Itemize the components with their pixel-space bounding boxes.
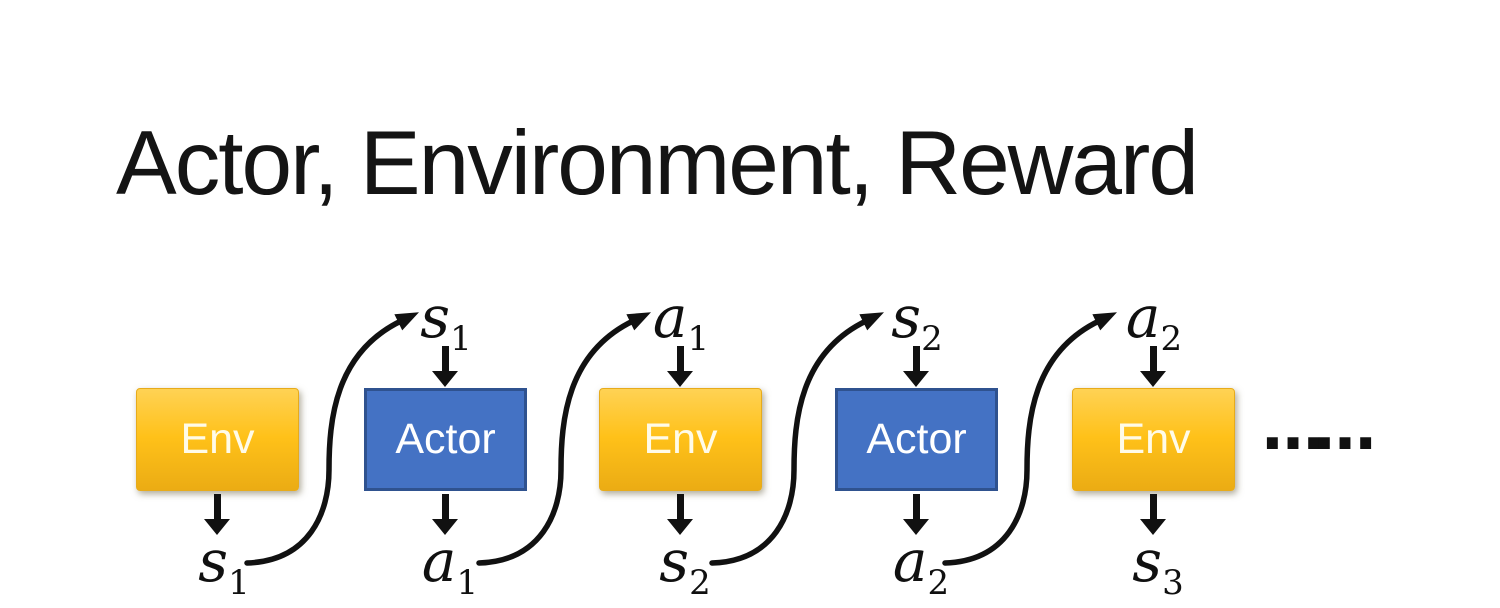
bottom-label-s3-base: s — [1132, 527, 1163, 595]
top-label-a1-base: a — [652, 283, 688, 351]
bottom-label-s1: s1 — [198, 532, 249, 600]
top-label-a2: a2 — [1126, 288, 1182, 356]
env-box-3-label: Env — [1116, 415, 1191, 463]
bottom-label-s3: s3 — [1132, 532, 1183, 600]
ellipsis: …… — [1262, 391, 1376, 464]
top-label-a1: a1 — [653, 288, 709, 356]
curved-arrow-icon — [942, 312, 1117, 566]
bottom-label-a2-base: a — [892, 527, 928, 595]
down-arrow-icon — [1140, 346, 1166, 387]
bottom-label-a1: a1 — [422, 532, 478, 600]
bottom-label-s3-sub: 3 — [1162, 563, 1184, 603]
env-box-2-label: Env — [643, 415, 718, 463]
bottom-label-a2-sub: 2 — [927, 563, 950, 603]
curved-arrow-icon — [476, 312, 651, 566]
top-label-a2-base: a — [1125, 283, 1161, 351]
actor-box-2: Actor — [835, 388, 998, 491]
env-box-1-label: Env — [180, 415, 255, 463]
env-box-1: Env — [136, 388, 299, 491]
top-label-s2-base: s — [891, 283, 922, 351]
top-label-s1: s1 — [420, 288, 471, 356]
actor-box-1: Actor — [364, 388, 527, 491]
curved-arrow-icon — [244, 312, 419, 566]
actor-box-1-label: Actor — [395, 415, 496, 463]
env-box-2: Env — [599, 388, 762, 491]
page-title: Actor, Environment, Reward — [116, 113, 1199, 214]
bottom-label-s2-sub: 2 — [689, 563, 711, 603]
bottom-label-s2-base: s — [659, 527, 690, 595]
bottom-label-a1-sub: 1 — [456, 563, 479, 603]
env-box-3: Env — [1072, 388, 1235, 491]
bottom-label-a2: a2 — [893, 532, 949, 600]
bottom-label-a1-base: a — [421, 527, 457, 595]
actor-box-2-label: Actor — [866, 415, 967, 463]
down-arrow-icon — [432, 346, 458, 387]
curved-arrow-icon — [709, 312, 884, 566]
top-label-s2: s2 — [891, 288, 942, 356]
down-arrow-icon — [667, 346, 693, 387]
down-arrow-icon — [903, 346, 929, 387]
bottom-label-s1-base: s — [198, 527, 229, 595]
top-label-s1-base: s — [420, 283, 451, 351]
bottom-label-s2: s2 — [659, 532, 710, 600]
bottom-label-s1-sub: 1 — [228, 563, 250, 603]
